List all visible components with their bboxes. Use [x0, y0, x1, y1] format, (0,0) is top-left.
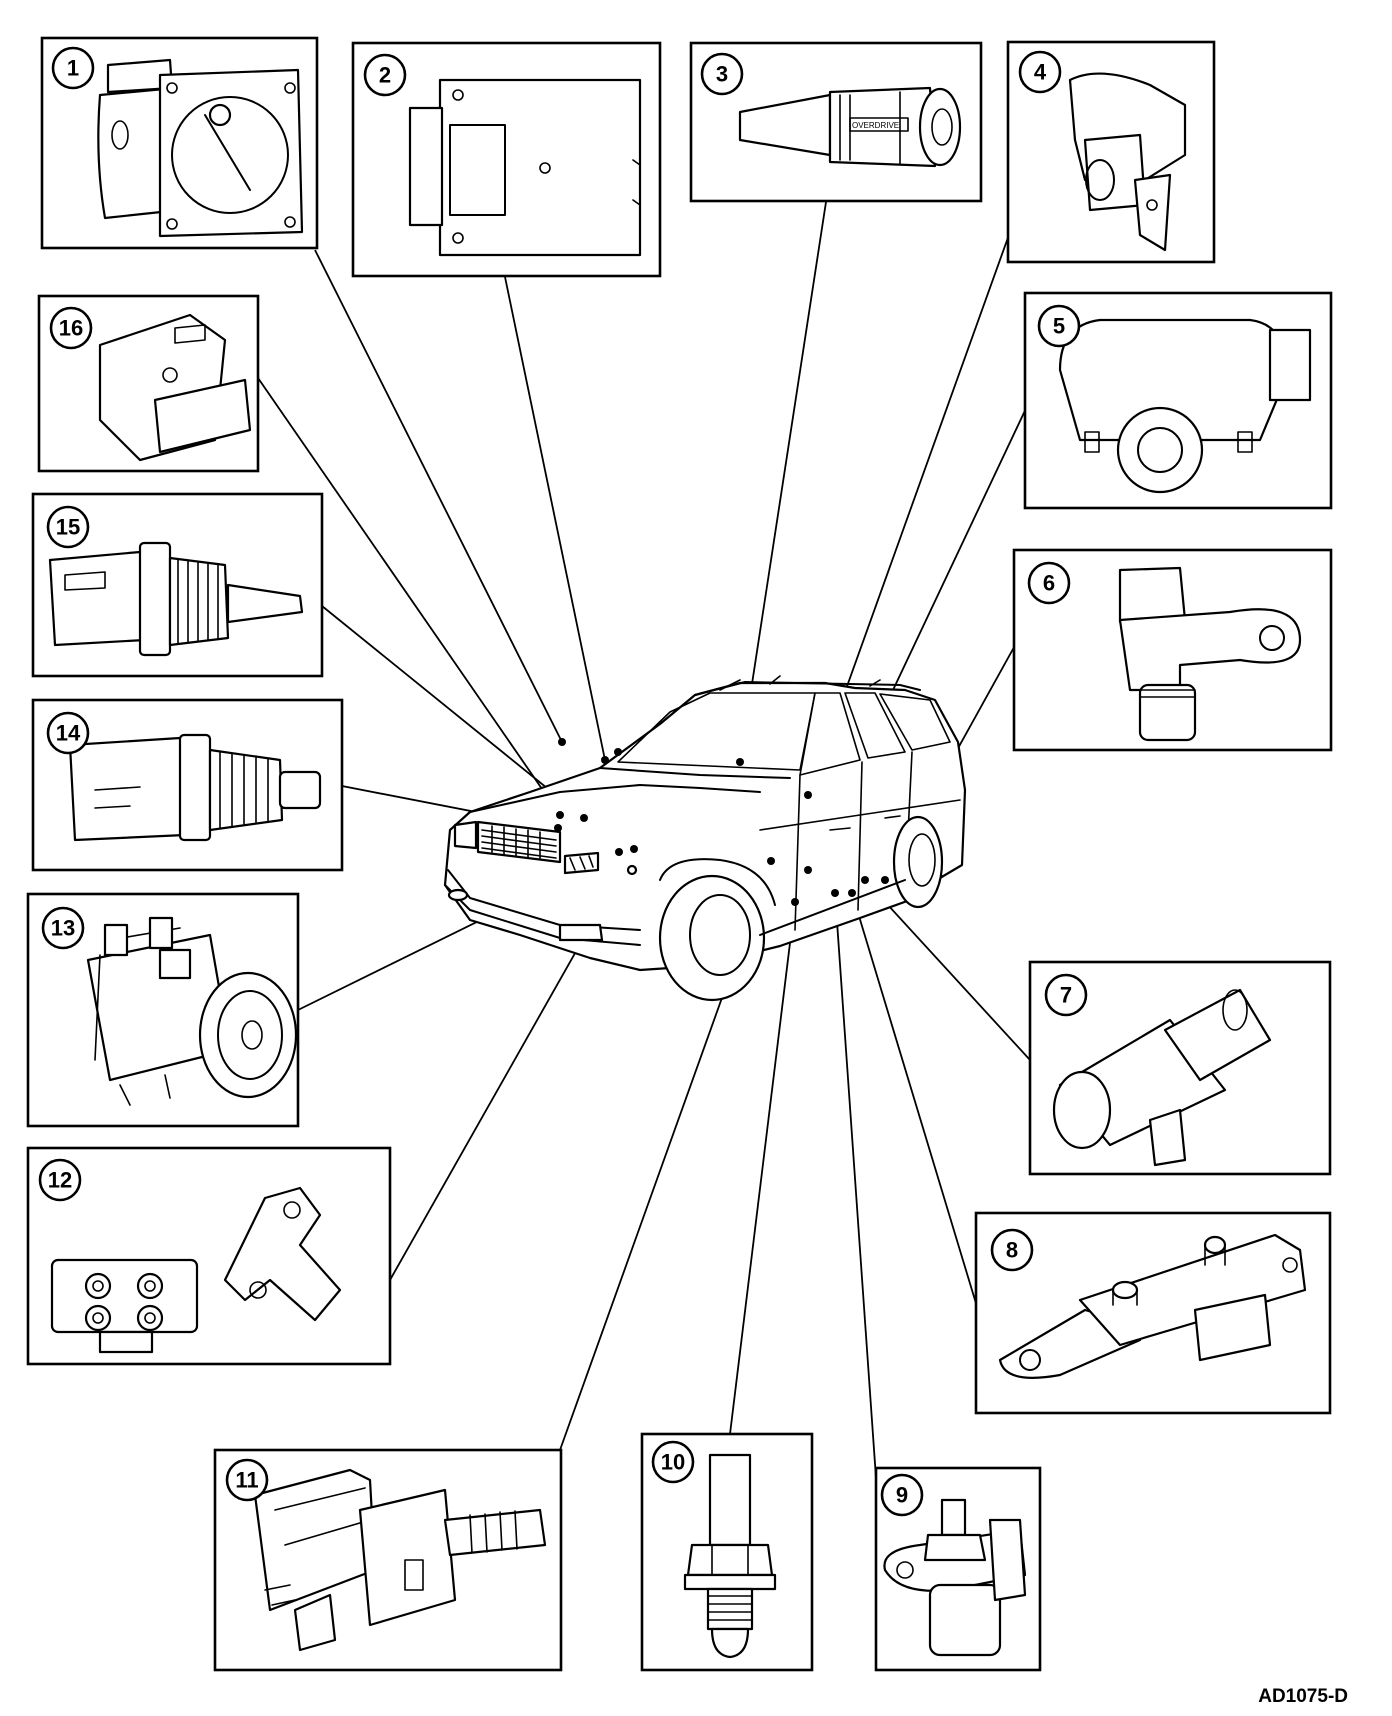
- svg-text:12: 12: [48, 1168, 72, 1193]
- component-box-11: [213, 1448, 563, 1672]
- leader-7: [864, 879, 1031, 1061]
- svg-text:13: 13: [51, 916, 75, 941]
- leader-8: [851, 892, 979, 1311]
- svg-text:8: 8: [1006, 1238, 1018, 1263]
- svg-text:5: 5: [1053, 314, 1065, 339]
- callout-16: 16: [49, 306, 93, 350]
- svg-text:14: 14: [56, 721, 81, 746]
- callout-5: 5: [1037, 304, 1081, 348]
- leader-9: [834, 892, 877, 1479]
- svg-text:7: 7: [1060, 983, 1072, 1008]
- leader-3: [739, 201, 827, 763]
- svg-text:1: 1: [67, 56, 79, 81]
- leader-16: [257, 377, 561, 816]
- svg-text:4: 4: [1034, 60, 1047, 85]
- component-box-8: [974, 1211, 1332, 1415]
- callout-12: 12: [38, 1158, 82, 1202]
- callout-11: 11: [225, 1458, 269, 1502]
- svg-text:16: 16: [59, 316, 83, 341]
- svg-text:15: 15: [56, 515, 80, 540]
- leader-15: [321, 605, 585, 819]
- callout-4: 4: [1018, 50, 1062, 94]
- callout-14: 14: [46, 711, 90, 755]
- callout-8: 8: [990, 1228, 1034, 1272]
- callout-15: 15: [46, 505, 90, 549]
- vehicle-illustration: [443, 675, 967, 1002]
- leader-2: [504, 276, 606, 761]
- leader-1: [314, 249, 563, 743]
- svg-text:10: 10: [661, 1450, 685, 1475]
- svg-text:11: 11: [235, 1468, 258, 1493]
- callout-3: 3: [700, 52, 744, 96]
- leader-10: [729, 901, 796, 1435]
- svg-text:9: 9: [896, 1483, 908, 1508]
- callout-13: 13: [41, 906, 85, 950]
- svg-text:3: 3: [716, 62, 728, 87]
- overdrive-switch-label: OVERDRIVE: [852, 121, 899, 130]
- callout-10: 10: [651, 1440, 695, 1484]
- callout-9: 9: [880, 1473, 924, 1517]
- callout-1: 1: [51, 46, 95, 90]
- callout-7: 7: [1044, 973, 1088, 1017]
- callout-2: 2: [363, 53, 407, 97]
- callout-6: 6: [1027, 561, 1071, 605]
- svg-text:2: 2: [379, 63, 391, 88]
- component-box-12: [26, 1146, 392, 1366]
- figure-code: AD1075-D: [1258, 1686, 1348, 1707]
- svg-text:6: 6: [1043, 571, 1055, 596]
